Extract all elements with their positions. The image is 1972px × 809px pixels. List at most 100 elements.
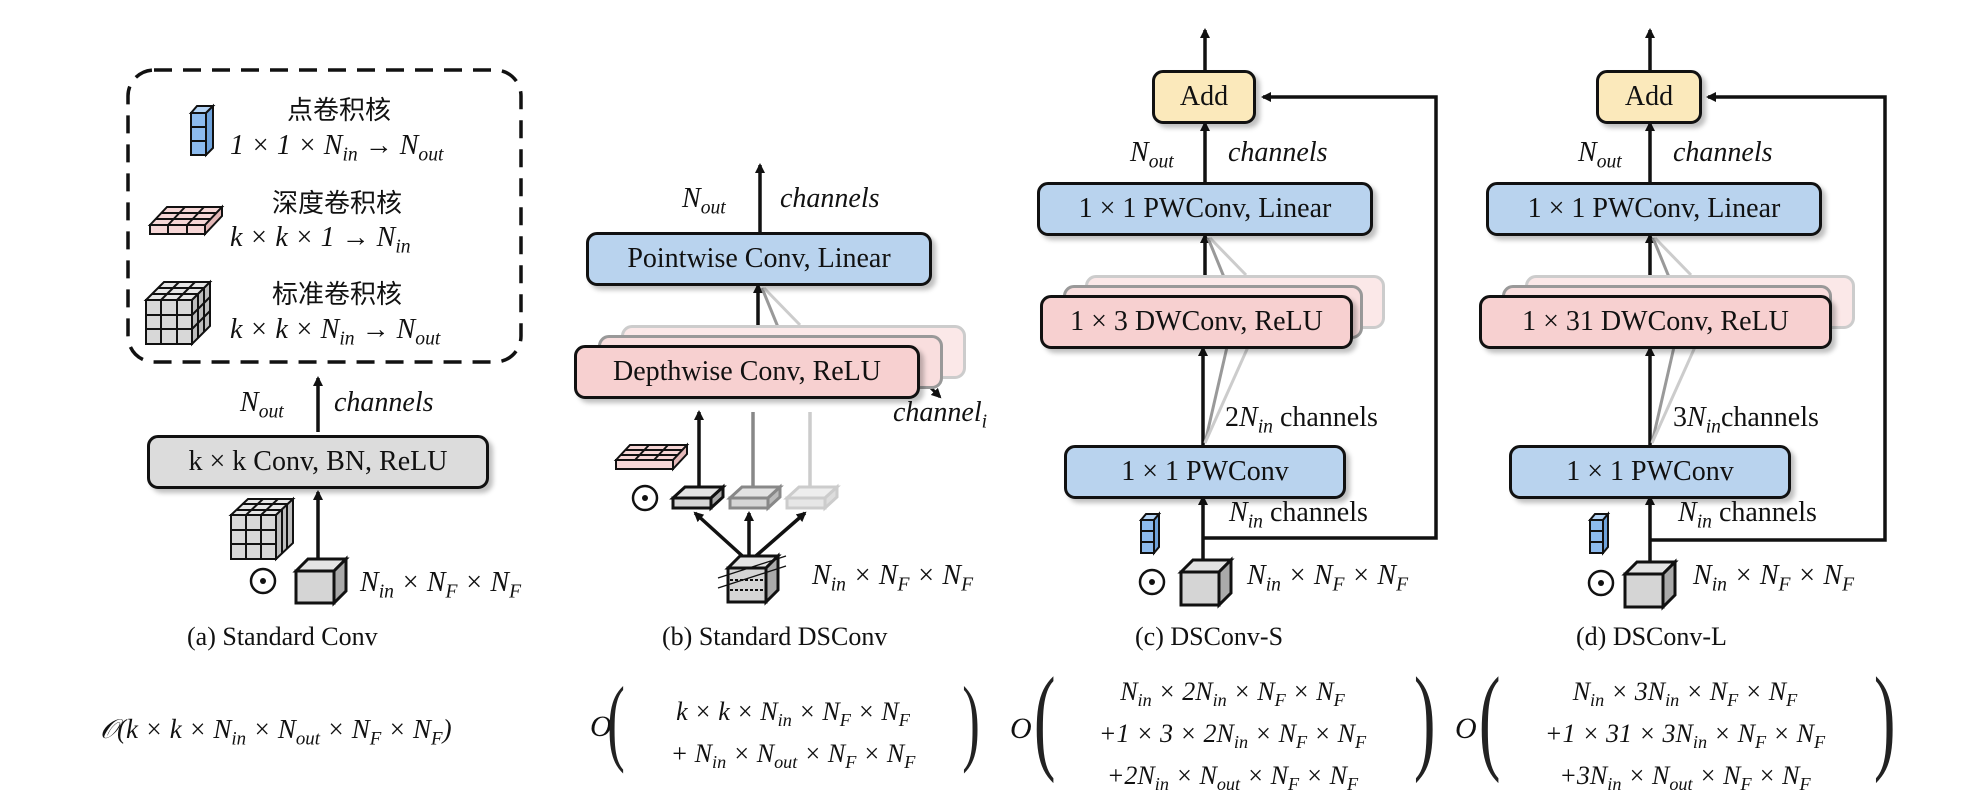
b-complexity-line-2: + Nin × Nout × NF × NF: [670, 739, 916, 773]
depthwise-kernel-icon-b: [613, 442, 690, 472]
b-pointwise-conv-block: Pointwise Conv, Linear: [586, 232, 932, 286]
standard-kernel-icon: [143, 279, 213, 347]
hadamard-icon-c: [1138, 568, 1166, 596]
a-out-label: Nout: [240, 387, 284, 423]
d-in-channels-label: Nin channels: [1678, 497, 1817, 533]
depthwise-kernel-icon: [147, 204, 225, 237]
b-complexity: k × k × Nin × NF × NF + Nin × Nout × NF …: [628, 695, 958, 779]
a-complexity: 𝒪(k × k × Nin × Nout × NF × NF): [100, 714, 452, 750]
c-complexity-line-2: +1 × 3 × 2Nin × NF × NF: [1098, 719, 1367, 753]
c-dw-block: 1 × 3 DWConv, ReLU: [1040, 295, 1353, 349]
ghost-line-d-3: [1650, 346, 1676, 444]
d-pw-label: 1 × 1 PWConv: [1566, 456, 1734, 487]
c-complexity-lparen: (: [1033, 653, 1056, 784]
legend-pointwise-title: 点卷积核: [287, 96, 392, 126]
d-dw-label: 1 × 31 DWConv, ReLU: [1522, 306, 1789, 337]
c-input-label: Nin × NF × NF: [1247, 560, 1409, 596]
c-complexity-line-3: +2Nin × Nout × NF × NF: [1106, 761, 1359, 795]
a-input-label: Nin × NF × NF: [360, 567, 522, 603]
c-complexity-o: O: [1010, 712, 1032, 745]
d-complexity-line-1: Nin × 3Nin × NF × NF: [1572, 677, 1798, 711]
b-channel-sub: i: [981, 411, 988, 433]
ghost-line-d-4: [1650, 346, 1697, 444]
b-out-channels: channels: [780, 183, 880, 214]
d-pw-linear-label: 1 × 1 PWConv, Linear: [1527, 193, 1781, 224]
b-pointwise-conv-label: Pointwise Conv, Linear: [627, 243, 891, 274]
b-depthwise-conv-label: Depthwise Conv, ReLU: [612, 356, 882, 387]
d-add-block: Add: [1596, 70, 1702, 124]
d-out-label: Nout: [1578, 137, 1622, 173]
residual-connection-c: [1203, 92, 1438, 540]
a-standard-conv-label: k × k Conv, BN, ReLU: [188, 446, 448, 477]
d-complexity-rparen: ): [1873, 653, 1896, 784]
d-input-label: Nin × NF × NF: [1693, 560, 1855, 596]
residual-connection-d: [1650, 92, 1887, 542]
input-tensor-icon-d: [1621, 558, 1679, 611]
standard-kernel-icon-a: [228, 496, 296, 562]
hadamard-icon-a: [249, 567, 277, 595]
channel-slice-icon-2: [726, 483, 784, 512]
legend-pointwise-formula: 1 × 1 × Nin → Nout: [230, 130, 444, 166]
c-pw-linear-block: 1 × 1 PWConv, Linear: [1037, 182, 1373, 236]
a-standard-conv-block: k × k Conv, BN, ReLU: [147, 435, 489, 489]
legend-standard-formula: k × k × Nin → Nout: [230, 314, 441, 350]
ghost-line-c-4: [1203, 346, 1250, 444]
b-depthwise-conv-block: Depthwise Conv, ReLU: [574, 345, 920, 399]
ghost-line-d-2: [1653, 236, 1693, 277]
d-pw-linear-block: 1 × 1 PWConv, Linear: [1486, 182, 1822, 236]
d-complexity-line-2: +1 × 31 × 3Nin × NF × NF: [1544, 719, 1826, 753]
b-complexity-rparen: ): [962, 667, 980, 774]
pointwise-kernel-icon-c: [1138, 511, 1162, 556]
pointwise-kernel-icon-d: [1587, 511, 1611, 556]
c-dw-label: 1 × 3 DWConv, ReLU: [1070, 306, 1323, 337]
c-out-channels: channels: [1228, 137, 1328, 168]
ghost-line-d-1: [1651, 237, 1673, 283]
c-in-channels-label: Nin channels: [1229, 497, 1368, 533]
a-caption: (a) Standard Conv: [187, 622, 378, 651]
d-add-label: Add: [1624, 81, 1674, 112]
c-complexity-line-1: Nin × 2Nin × NF × NF: [1120, 677, 1345, 711]
hadamard-icon-d: [1587, 569, 1615, 597]
ghost-line-c-1: [1206, 237, 1228, 283]
c-pw-label: 1 × 1 PWConv: [1121, 456, 1289, 487]
d-complexity-line-3: +3Nin × Nout × NF × NF: [1559, 761, 1811, 795]
ghost-line-b-1: [760, 287, 782, 333]
legend-dashed-box: [126, 68, 523, 364]
d-dw-block: 1 × 31 DWConv, ReLU: [1479, 295, 1832, 349]
d-complexity: Nin × 3Nin × NF × NF +1 × 31 × 3Nin × NF…: [1495, 675, 1875, 802]
input-tensor-icon-c: [1177, 556, 1235, 609]
d-mid-channels-label: 3Ninchannels: [1673, 402, 1819, 438]
b-complexity-line-1: k × k × Nin × NF × NF: [676, 697, 910, 731]
c-mid-channels-label: 2Nin channels: [1225, 402, 1378, 438]
legend-depthwise-title: 深度卷积核: [272, 189, 403, 219]
b-channel-text: channel: [893, 397, 982, 428]
channel-slice-icon-1: [669, 483, 727, 512]
b-out-label: Nout: [682, 183, 726, 219]
ghost-line-c-3: [1203, 346, 1229, 444]
pointwise-kernel-icon: [188, 103, 216, 158]
legend-standard-title: 标准卷积核: [272, 280, 403, 310]
d-pw-block: 1 × 1 PWConv: [1509, 445, 1791, 499]
d-caption: (d) DSConv-L: [1576, 622, 1727, 651]
ghost-line-b-2: [762, 286, 802, 327]
arrow-b-split-1: [693, 511, 751, 564]
c-pw-block: 1 × 1 PWConv: [1064, 445, 1346, 499]
c-complexity-rparen: ): [1413, 653, 1436, 784]
d-complexity-lparen: (: [1478, 653, 1501, 784]
c-out-label: Nout: [1130, 137, 1174, 173]
hadamard-icon-b: [631, 484, 659, 512]
channel-slice-icon-3: [783, 483, 841, 512]
c-add-block: Add: [1152, 70, 1256, 124]
b-caption: (b) Standard DSConv: [662, 622, 888, 651]
c-caption: (c) DSConv-S: [1135, 622, 1284, 651]
d-complexity-o: O: [1455, 712, 1477, 745]
b-channel-i-label: channeli: [893, 397, 987, 434]
c-add-label: Add: [1179, 81, 1229, 112]
c-complexity: Nin × 2Nin × NF × NF +1 × 3 × 2Nin × NF …: [1050, 675, 1415, 802]
d-out-channels: channels: [1673, 137, 1773, 168]
input-tensor-icon-a: [292, 555, 350, 607]
legend-depthwise-formula: k × k × 1 → Nin: [230, 222, 411, 258]
a-out-channels: channels: [334, 387, 434, 418]
arrow-b-split-3: [747, 511, 807, 564]
